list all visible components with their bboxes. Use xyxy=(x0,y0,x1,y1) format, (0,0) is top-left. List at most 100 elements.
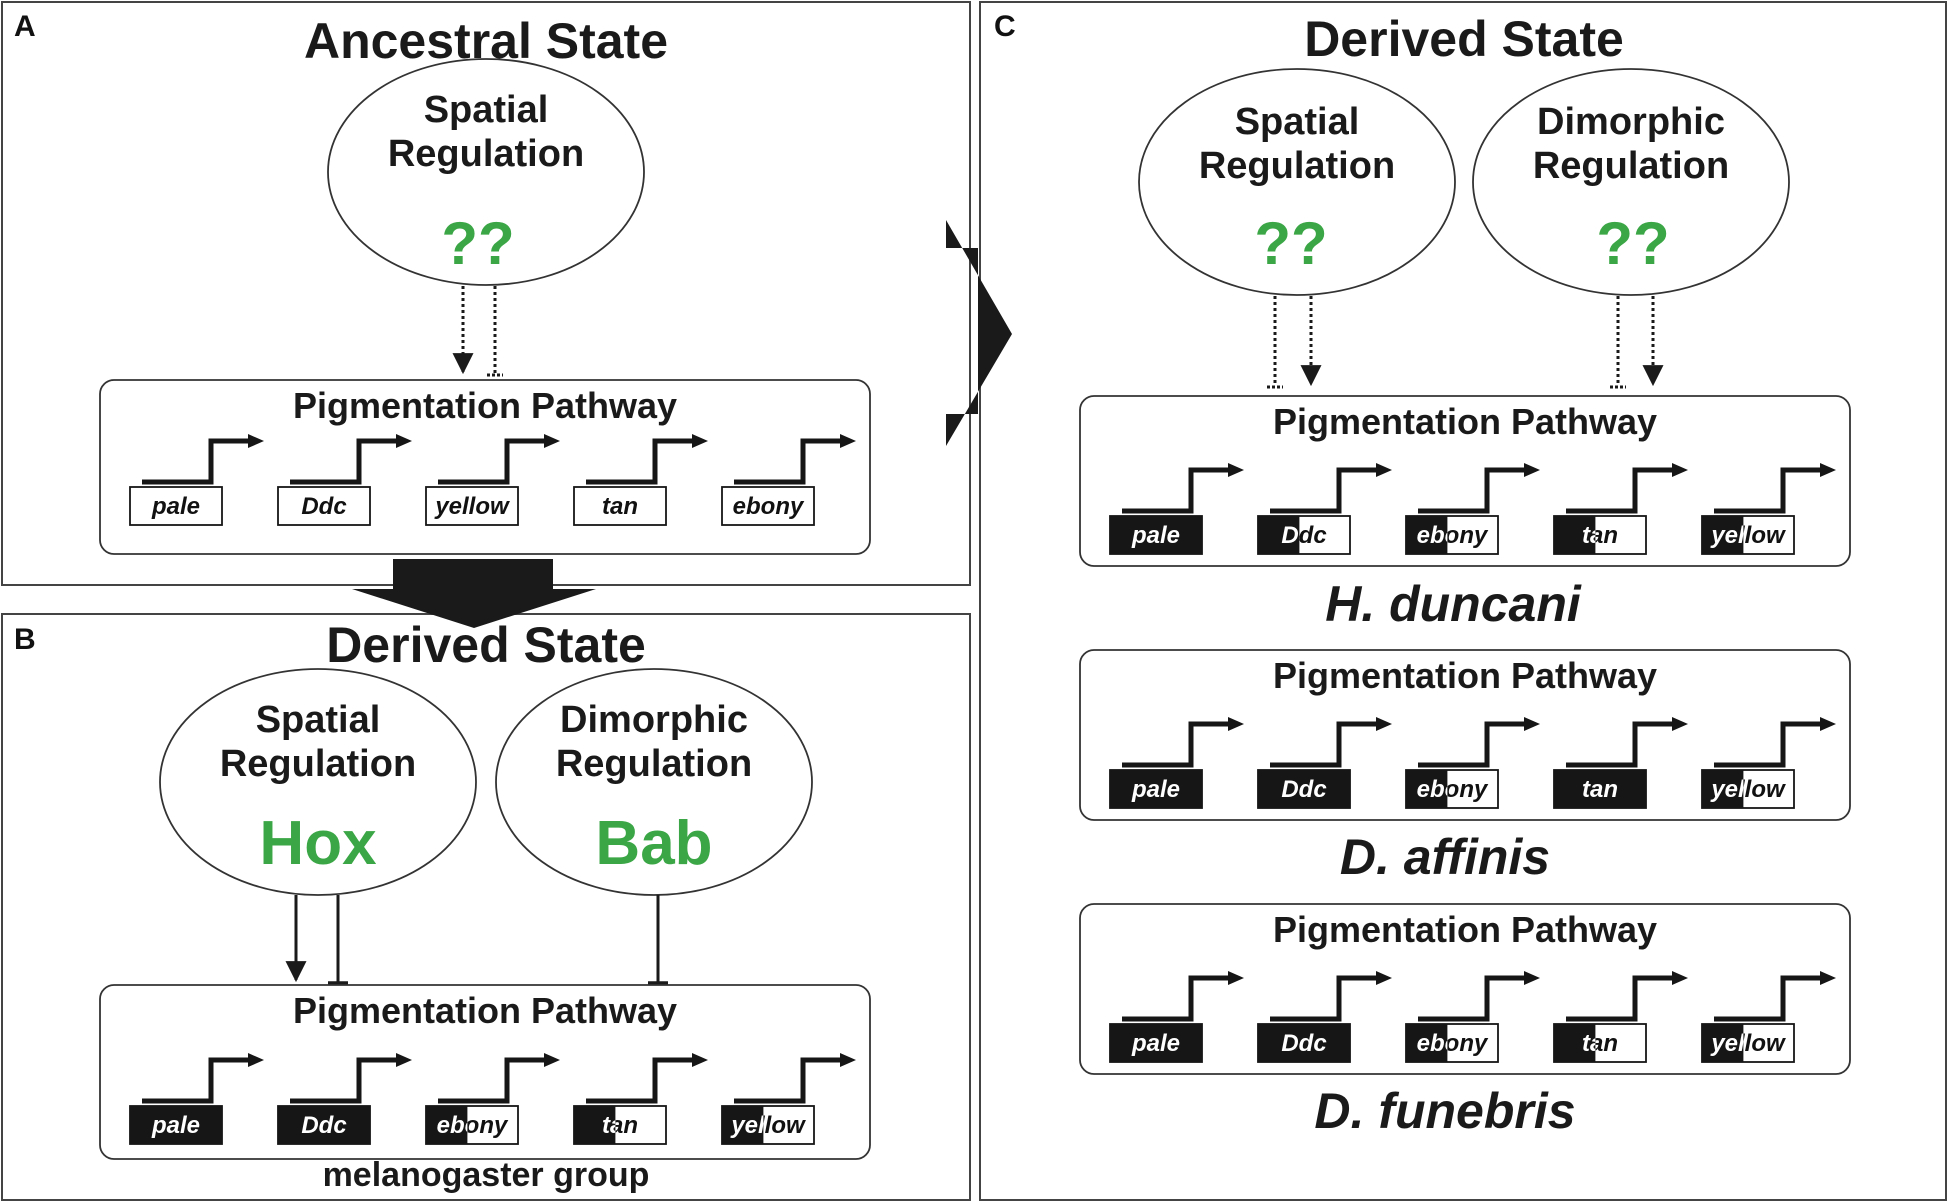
promoter-arrow-icon xyxy=(1270,721,1379,768)
gene-expression-fill xyxy=(1258,1024,1350,1062)
promoter-arrow-icon xyxy=(1714,467,1823,514)
gene-expression-fill xyxy=(574,1106,616,1144)
promoter-arrow-icon xyxy=(1566,467,1675,514)
regulator-factor: Bab xyxy=(595,809,712,878)
gene-expression-fill xyxy=(1258,770,1350,808)
gene-box xyxy=(129,486,223,526)
group-label: melanogaster group xyxy=(323,1156,650,1194)
arrowhead-icon xyxy=(1376,717,1392,731)
gene-label: tan xyxy=(602,493,638,520)
gene-label: tan xyxy=(602,1112,638,1139)
regulator-factor: ?? xyxy=(441,210,514,277)
arrowhead-icon xyxy=(1376,463,1392,477)
gene-label: Ddc xyxy=(1281,1030,1326,1057)
gene-label: yellow xyxy=(434,493,510,520)
arrowhead-icon xyxy=(1524,717,1540,731)
pathway-title: Pigmentation Pathway xyxy=(1273,401,1657,442)
gene-label-overlay: tan xyxy=(1582,1030,1618,1057)
panel-c-title: Derived State xyxy=(1304,11,1624,67)
regulator-label-line1: Dimorphic xyxy=(560,699,748,741)
panel-c-letter: C xyxy=(994,10,1016,43)
gene-label-overlay: yellow xyxy=(1710,776,1786,803)
promoter-arrow-icon xyxy=(1418,467,1527,514)
arrowhead-icon xyxy=(1228,971,1244,985)
arrowhead-icon xyxy=(692,434,708,448)
gene-expression-fill xyxy=(1702,1024,1744,1062)
arrowhead-icon xyxy=(1820,971,1836,985)
gene-label-overlay: yellow xyxy=(730,1112,806,1139)
gene-expression-fill xyxy=(1110,1024,1202,1062)
promoter-arrow-icon xyxy=(734,1057,843,1104)
arrowhead-icon xyxy=(544,434,560,448)
promoter-arrow-icon xyxy=(1418,975,1527,1022)
gene-expression-fill xyxy=(1258,516,1300,554)
arrowhead-icon xyxy=(1820,463,1836,477)
gene-expression-fill xyxy=(130,1106,222,1144)
arrowhead-icon xyxy=(840,1053,856,1067)
panel-a-letter: A xyxy=(14,10,36,43)
promoter-arrow-icon xyxy=(1418,721,1527,768)
regulator-label-line2: Regulation xyxy=(388,133,584,175)
arrowhead-icon xyxy=(1524,463,1540,477)
regulator-label-line2: Regulation xyxy=(1199,145,1395,187)
pigmentation-pathway-box: Pigmentation PathwaypaleDdcebonyebonytan… xyxy=(1079,903,1851,1075)
regulator-factor: Hox xyxy=(259,809,377,878)
gene-expression-fill xyxy=(1554,516,1596,554)
dimorphic-regulation-ellipse xyxy=(1472,68,1790,296)
regulator-factor: ?? xyxy=(1254,210,1327,277)
pathway-title: Pigmentation Pathway xyxy=(293,385,677,426)
promoter-arrow-icon xyxy=(1566,721,1675,768)
panel-b-title: Derived State xyxy=(326,617,646,673)
gene-label: Ddc xyxy=(1281,776,1326,803)
gene-expression-fill xyxy=(1554,1024,1596,1062)
arrowhead-icon xyxy=(1376,971,1392,985)
pathway-title: Pigmentation Pathway xyxy=(1273,655,1657,696)
gene-label-overlay: ebony xyxy=(1417,522,1489,549)
gene-label: pale xyxy=(151,493,200,520)
panel-b-letter: B xyxy=(14,623,36,656)
gene-box xyxy=(721,486,815,526)
promoter-arrow-icon xyxy=(290,1057,399,1104)
arrowhead-icon xyxy=(1672,463,1688,477)
regulator-label-line1: Spatial xyxy=(424,89,549,131)
regulator-label-line2: Regulation xyxy=(1533,145,1729,187)
species-label: D. affinis xyxy=(1340,829,1550,885)
gene-expression-fill xyxy=(1554,770,1646,808)
gene-expression-fill xyxy=(1406,1024,1448,1062)
gene-label-overlay: yellow xyxy=(1710,1030,1786,1057)
promoter-arrow-icon xyxy=(1122,467,1231,514)
gene-label: tan xyxy=(1582,522,1618,549)
gene-expression-fill xyxy=(1702,770,1744,808)
gene-box xyxy=(277,486,371,526)
arrowhead-icon xyxy=(396,434,412,448)
panel-c-frame xyxy=(979,1,1947,1201)
dimorphic-regulation-ellipse xyxy=(495,668,813,896)
pathway-title: Pigmentation Pathway xyxy=(1273,909,1657,950)
promoter-arrow-icon xyxy=(1270,975,1379,1022)
gene-expression-fill xyxy=(1702,516,1744,554)
arrowhead-icon xyxy=(396,1053,412,1067)
a-to-b-arrow xyxy=(352,559,596,628)
gene-label: yellow xyxy=(1710,1030,1786,1057)
regulator-label-line1: Spatial xyxy=(1235,101,1360,143)
arrowhead-icon xyxy=(840,434,856,448)
pigmentation-pathway-box: Pigmentation PathwaypaleDdcebonyebonytan… xyxy=(99,984,871,1160)
gene-label-overlay: ebony xyxy=(437,1112,509,1139)
gene-label: ebony xyxy=(1417,1030,1489,1057)
arrowhead-icon xyxy=(1820,717,1836,731)
gene-expression-fill xyxy=(278,1106,370,1144)
gene-label: pale xyxy=(1131,1030,1180,1057)
gene-label-overlay: ebony xyxy=(1417,776,1489,803)
gene-label: yellow xyxy=(1710,522,1786,549)
promoter-arrow-icon xyxy=(1566,975,1675,1022)
gene-label: tan xyxy=(1582,776,1618,803)
promoter-arrow-icon xyxy=(142,438,251,485)
gene-expression-fill xyxy=(722,1106,764,1144)
promoter-arrow-icon xyxy=(586,438,695,485)
spatial-regulation-ellipse xyxy=(1138,68,1456,296)
arrowhead-icon xyxy=(692,1053,708,1067)
gene-expression-fill xyxy=(1406,516,1448,554)
regulator-label-line1: Spatial xyxy=(256,699,381,741)
